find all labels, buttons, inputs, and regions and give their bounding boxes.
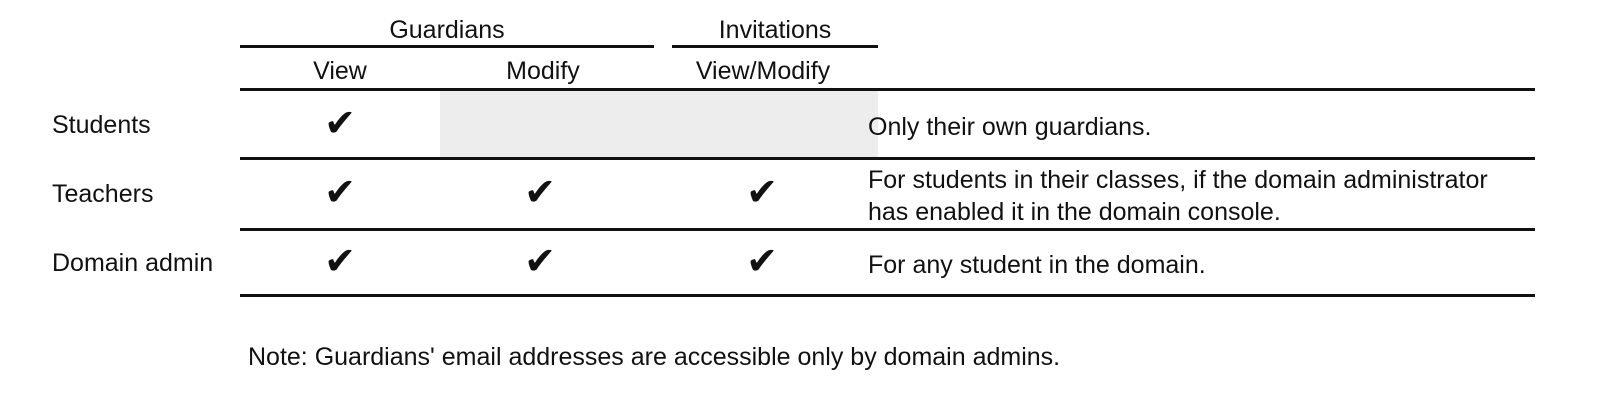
row-label-domain-admin: Domain admin bbox=[52, 249, 214, 277]
column-group-header-guardians: Guardians bbox=[389, 16, 505, 44]
row-label-teachers: Teachers bbox=[52, 180, 154, 208]
disabled-cell-students-modify bbox=[440, 91, 878, 157]
checkmark-icon-teachers-invitations-view-modify: ✔ bbox=[746, 170, 778, 214]
row-description-students: Only their own guardians. bbox=[868, 113, 1152, 141]
row-label-students: Students bbox=[52, 111, 151, 139]
column-header-view-modify: View/Modify bbox=[695, 57, 831, 85]
table-rule-header-bottom bbox=[240, 88, 1535, 91]
checkmark-icon-domain-admin-guardians-view: ✔ bbox=[324, 239, 356, 283]
checkmark-icon-domain-admin-guardians-modify: ✔ bbox=[524, 239, 556, 283]
column-group-header-invitations: Invitations bbox=[718, 16, 832, 44]
checkmark-icon-teachers-guardians-view: ✔ bbox=[324, 170, 356, 214]
checkmark-icon-students-guardians-view: ✔ bbox=[324, 101, 356, 145]
column-group-rule-guardians bbox=[240, 45, 654, 48]
table-rule-after-students bbox=[240, 157, 1535, 160]
footnote-text: Note: Guardians' email addresses are acc… bbox=[248, 343, 1061, 371]
row-description-domain-admin: For any student in the domain. bbox=[868, 251, 1206, 279]
column-group-rule-invitations bbox=[672, 45, 878, 48]
row-description-teachers: For students in their classes, if the do… bbox=[868, 166, 1488, 226]
column-header-modify: Modify bbox=[506, 57, 580, 85]
checkmark-icon-domain-admin-invitations-view-modify: ✔ bbox=[746, 239, 778, 283]
checkmark-icon-teachers-guardians-modify: ✔ bbox=[524, 170, 556, 214]
table-rule-after-teachers bbox=[240, 228, 1535, 231]
table-rule-bottom bbox=[240, 294, 1535, 297]
column-header-view: View bbox=[313, 57, 367, 85]
